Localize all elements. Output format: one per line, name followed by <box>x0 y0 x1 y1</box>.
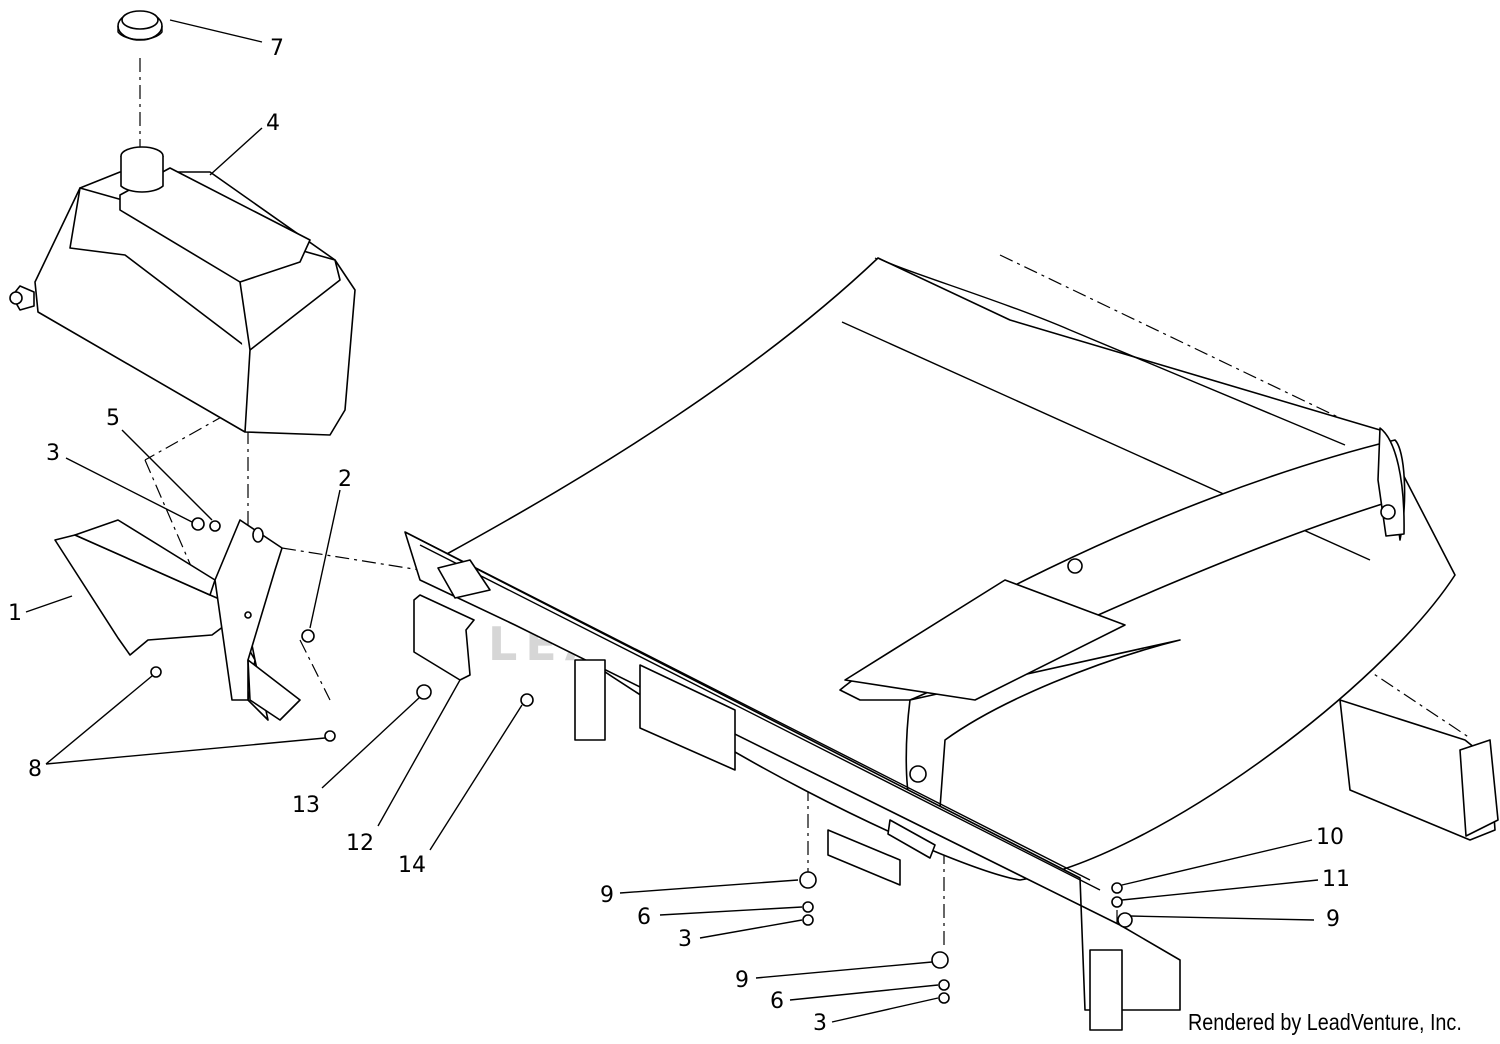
callout-3: 3 <box>46 441 60 466</box>
callout-11: 11 <box>1322 867 1350 892</box>
callout-8: 8 <box>28 757 42 782</box>
callout-12: 12 <box>346 831 374 856</box>
frame-assembly <box>404 257 1499 1031</box>
callout-10: 10 <box>1316 825 1344 850</box>
fuel-cap <box>117 10 163 41</box>
callout-9-mid: 9 <box>600 883 614 908</box>
callout-6-mid: 6 <box>637 905 651 930</box>
callout-5: 5 <box>106 406 120 431</box>
callout-9-low: 9 <box>735 968 749 993</box>
callout-1: 1 <box>8 601 22 626</box>
leader-lines <box>25 19 1319 1023</box>
fuel-tank <box>9 146 356 436</box>
callout-9-right: 9 <box>1326 907 1340 932</box>
callout-7: 7 <box>270 36 284 61</box>
callout-4: 4 <box>266 111 280 136</box>
hardware <box>150 517 1133 1004</box>
render-credit: Rendered by LeadVenture, Inc. <box>1188 1009 1462 1035</box>
callout-14: 14 <box>398 853 426 878</box>
callout-2: 2 <box>338 467 352 492</box>
callout-3-low: 3 <box>813 1011 827 1036</box>
callout-3-mid: 3 <box>678 927 692 952</box>
tank-bracket <box>54 519 301 721</box>
callout-labels: 7 4 5 3 2 1 8 13 12 14 10 11 9 9 6 3 9 6… <box>8 36 1350 1036</box>
callout-6-low: 6 <box>770 989 784 1014</box>
callout-13: 13 <box>292 793 320 818</box>
